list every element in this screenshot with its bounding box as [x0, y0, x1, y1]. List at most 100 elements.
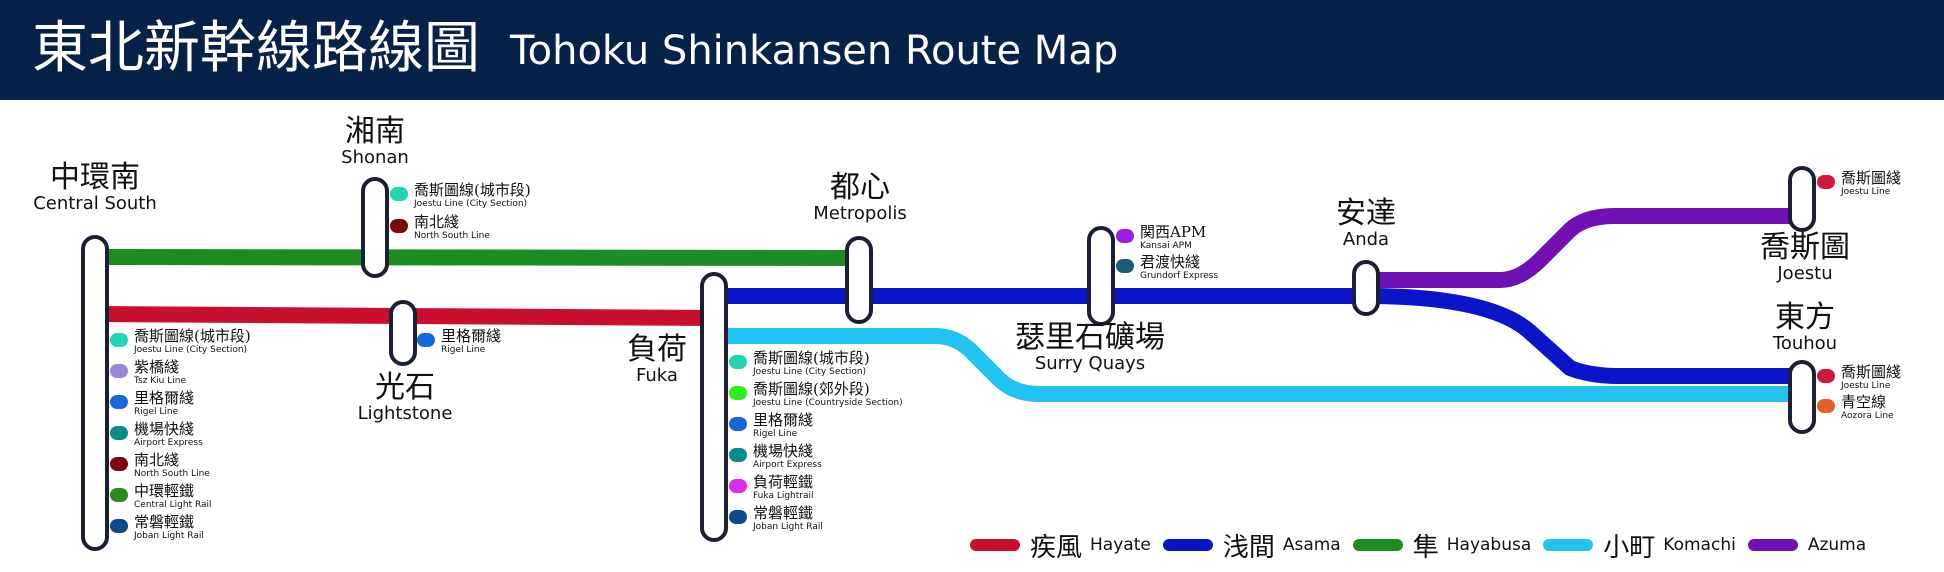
transfer-line-swatch — [729, 386, 747, 400]
station-label-fuka[interactable]: 負荷 Fuka — [622, 334, 692, 386]
station-label-shonan[interactable]: 湘南 Shonan — [320, 116, 430, 168]
transfer-line-name-cjk: 中環輕鐵 — [134, 482, 195, 500]
station-name-en: Fuka — [636, 365, 678, 386]
line-asama — [707, 288, 1803, 384]
transfer-line-swatch — [1817, 369, 1835, 383]
station-name-cjk: 負荷 — [627, 332, 687, 367]
legend-name-cjk: 隼 — [1412, 532, 1439, 563]
transfer-line-name-en: Rigel Line — [441, 345, 486, 355]
map-header: 東北新幹線路線圖 Tohoku Shinkansen Route Map — [0, 0, 1944, 100]
transfer-line-name-cjk: 君渡快綫 — [1140, 253, 1201, 271]
map-title-english: Tohoku Shinkansen Route Map — [510, 28, 1119, 74]
route-map: 中環南 Central South 湘南 Shonan 光石 Lightston… — [0, 100, 1944, 572]
station-name-en: Touhou — [1772, 333, 1838, 354]
transfer-line-name-en: Joestu Line (City Section) — [753, 367, 867, 377]
station-pill-surry-quays[interactable] — [1087, 226, 1115, 326]
station-name-en: Shonan — [341, 147, 409, 168]
line-hayabusa — [87, 249, 868, 266]
legend-name-cjk: 浅間 — [1222, 532, 1275, 563]
station-pill-fuka[interactable] — [700, 272, 728, 542]
route-lines-svg — [81, 166, 1816, 551]
station-label-touhou[interactable]: 東方 Touhou — [1760, 302, 1850, 354]
transfer-line-name-cjk: 常磐輕鐵 — [753, 504, 814, 522]
transfer-line-name-cjk: 負荷輕鐵 — [753, 473, 814, 491]
transfer-line-name-cjk: 喬斯圖線(城市段) — [134, 327, 251, 345]
transfer-line-name-cjk: 南北綫 — [134, 451, 180, 469]
transfer-line-swatch — [729, 355, 747, 369]
legend-name-cjk: 小町 — [1603, 532, 1656, 563]
transfer-line-name-cjk: 喬斯圖線(郊外段) — [753, 380, 870, 398]
station-pill-touhou[interactable] — [1788, 360, 1816, 434]
transfer-line-name-en: Airport Express — [753, 460, 822, 470]
line-komachi — [707, 328, 1803, 402]
transfer-line-name-en: Aozora Line — [1841, 411, 1894, 421]
station-name-en: Surry Quays — [1034, 353, 1146, 374]
legend-name-en: Komachi — [1663, 535, 1736, 555]
station-label-central-south[interactable]: 中環南 Central South — [20, 162, 170, 214]
transfer-line-name-en: Joestu Line (Countryside Section) — [753, 398, 903, 408]
transfer-line-name-cjk: 里格爾綫 — [441, 327, 502, 345]
station-pill-central-south[interactable] — [81, 235, 109, 551]
station-name-cjk: 瑟里石礦場 — [1015, 320, 1165, 355]
map-title-chinese: 東北新幹線路線圖 — [32, 16, 480, 81]
transfer-line-name-en: Kansai APM — [1140, 241, 1192, 251]
transfer-line-name-cjk: 紫橋綫 — [134, 358, 180, 376]
transfer-line-swatch — [110, 426, 128, 440]
transfer-line-swatch — [390, 219, 408, 233]
transfer-line-name-en: Joestu Line (City Section) — [414, 199, 528, 209]
transfer-line-name-cjk: 関西APM — [1140, 223, 1207, 241]
legend-swatch — [1543, 539, 1594, 551]
transfer-line-swatch — [110, 457, 128, 471]
transfer-line-name-cjk: 喬斯圖綫 — [1841, 363, 1902, 381]
station-label-surry-quays[interactable]: 瑟里石礦場 Surry Quays — [1015, 322, 1165, 374]
transfer-line-name-en: Fuka Lightrail — [753, 491, 814, 501]
transfer-line-name-cjk: 喬斯圖線(城市段) — [753, 349, 870, 367]
legend-name-en: Hayate — [1090, 535, 1151, 555]
transfer-line-swatch — [110, 395, 128, 409]
line-azuma — [1357, 208, 1803, 288]
legend-swatch — [1747, 539, 1798, 551]
station-name-cjk: 中環南 — [50, 160, 140, 195]
transfer-line-name-en: Joestu Line — [1841, 381, 1891, 391]
transfer-line-swatch — [1116, 259, 1134, 273]
legend-swatch — [1352, 539, 1403, 551]
station-name-cjk: 都心 — [830, 170, 890, 205]
transfer-line-name-en: Joestu Line — [1841, 187, 1891, 197]
station-pill-metropolis[interactable] — [845, 236, 873, 324]
station-name-en: Anda — [1342, 229, 1390, 250]
transfer-line-swatch — [729, 510, 747, 524]
legend-name-cjk: 疾風 — [1030, 532, 1083, 563]
station-label-anda[interactable]: 安達 Anda — [1326, 198, 1406, 250]
transfer-line-name-cjk: 機場快綫 — [753, 442, 814, 460]
station-label-lightstone[interactable]: 光石 Lightstone — [340, 372, 470, 424]
station-name-cjk: 喬斯圖 — [1760, 230, 1850, 265]
station-name-cjk: 安達 — [1336, 196, 1396, 231]
transfer-line-name-en: Joestu Line (City Section) — [134, 345, 248, 355]
station-label-metropolis[interactable]: 都心 Metropolis — [795, 172, 925, 224]
transfer-line-swatch — [1116, 229, 1134, 243]
transfer-line-name-cjk: 常磐輕鐵 — [134, 513, 195, 531]
transfer-line-swatch — [1817, 175, 1835, 189]
station-name-cjk: 光石 — [375, 370, 435, 405]
transfer-line-name-cjk: 喬斯圖線(城市段) — [414, 181, 531, 199]
transfer-line-name-en: Central Light Rail — [134, 500, 212, 510]
station-pill-shonan[interactable] — [361, 177, 389, 278]
station-pill-joestu[interactable] — [1788, 166, 1816, 232]
station-name-en: Metropolis — [813, 203, 907, 224]
transfer-line-name-en: Airport Express — [134, 438, 203, 448]
station-label-joestu[interactable]: 喬斯圖 Joestu — [1745, 232, 1865, 284]
transfer-line-name-en: Joban Light Rail — [134, 531, 204, 541]
transfer-line-name-en: Rigel Line — [753, 429, 798, 439]
legend-item-azuma: Azuma — [1747, 535, 1866, 555]
legend-item-komachi: 小町 Komachi — [1543, 527, 1736, 564]
transfer-line-name-cjk: 喬斯圖綫 — [1841, 169, 1902, 187]
legend-swatch — [1162, 539, 1213, 551]
transfer-line-name-en: Tsz Kiu Line — [134, 376, 187, 386]
transfer-line-name-cjk: 南北綫 — [414, 213, 460, 231]
transfer-line-swatch — [110, 333, 128, 347]
transfer-line-name-en: Rigel Line — [134, 407, 179, 417]
station-pill-lightstone[interactable] — [389, 300, 417, 366]
station-pill-anda[interactable] — [1352, 260, 1380, 316]
